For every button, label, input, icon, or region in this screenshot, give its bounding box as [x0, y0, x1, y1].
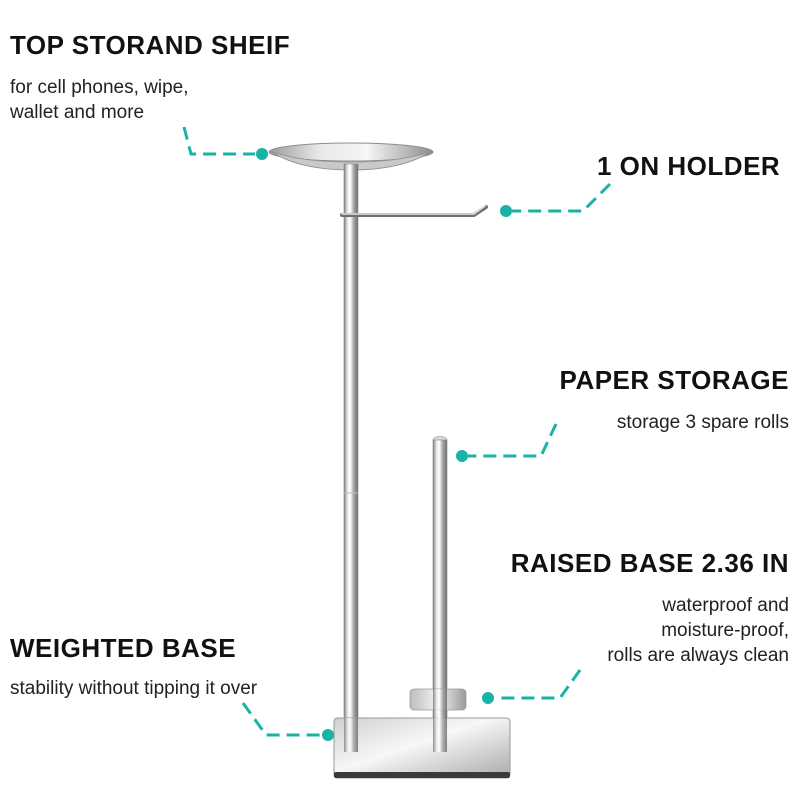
- leader-paper-storage: [468, 423, 558, 458]
- raised-base-line-3: rolls are always clean: [607, 645, 789, 666]
- raised-base-title: RAISED BASE 2.36 IN: [510, 548, 789, 578]
- dot-top-shelf: [256, 148, 268, 160]
- dot-holder: [500, 205, 512, 217]
- paper-storage-title: PAPER STORAGE: [559, 365, 789, 395]
- top-shelf-line-1: for cell phones, wipe,: [10, 77, 189, 98]
- top-shelf-title: TOP STORAND SHEIF: [10, 30, 291, 60]
- roll-holder-arm: [340, 205, 488, 217]
- holder-title: 1 ON HOLDER: [597, 151, 781, 181]
- main-pole: [343, 163, 359, 753]
- paper-storage-line-1: storage 3 spare rolls: [616, 412, 789, 433]
- leader-top-shelf: [182, 126, 255, 156]
- weighted-base-title: WEIGHTED BASE: [10, 633, 237, 663]
- dot-raised-base: [482, 692, 494, 704]
- weighted-base-plate: [333, 710, 511, 779]
- raised-base-line-2: moisture-proof,: [661, 620, 789, 641]
- raised-base-description: waterproof and moisture-proof, rolls are…: [607, 593, 789, 668]
- top-shelf-description: for cell phones, wipe, wallet and more: [10, 75, 189, 125]
- top-shelf-line-2: wallet and more: [10, 102, 145, 123]
- raised-base-line-1: waterproof and: [662, 595, 789, 616]
- top-shelf-tray: [268, 142, 434, 171]
- weighted-base-line-1: stability without tipping it over: [10, 678, 258, 699]
- dot-weighted-base: [322, 729, 334, 741]
- leader-weighted-base: [241, 702, 322, 737]
- callout-leader-lines: [182, 126, 612, 737]
- leader-raised-base: [495, 669, 582, 700]
- paper-storage-description: storage 3 spare rolls: [617, 410, 789, 435]
- callout-dots: [256, 148, 512, 741]
- dot-paper-storage: [456, 450, 468, 462]
- leader-holder: [512, 182, 612, 213]
- weighted-base-description: stability without tipping it over: [10, 676, 257, 701]
